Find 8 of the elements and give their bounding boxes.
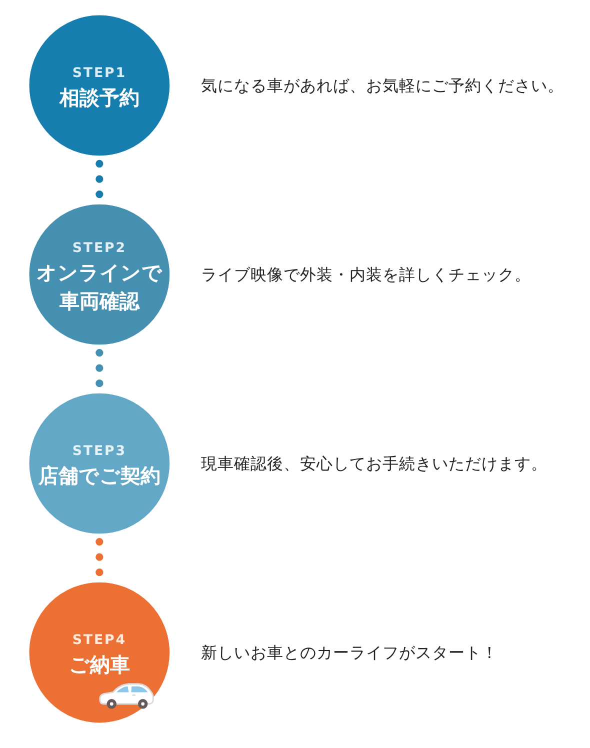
step-description: 新しいお車とのカーライフがスタート！ <box>200 642 499 664</box>
step-description: 現車確認後、安心してお手続きいただけます。 <box>200 453 548 476</box>
step-description: ライブ映像で外装・内装を詳しくチェック。 <box>200 264 532 286</box>
node-circle: STEP1 相談予約 <box>29 15 170 156</box>
node-circle: STEP3 店舗でご契約 <box>29 393 170 534</box>
node-circle: STEP2 オンラインで車両確認 <box>29 204 170 345</box>
step-description: 気になる車があれば、お気軽にご予約ください。 <box>200 74 565 97</box>
node-circle: STEP4 ご納車 <box>29 582 170 723</box>
